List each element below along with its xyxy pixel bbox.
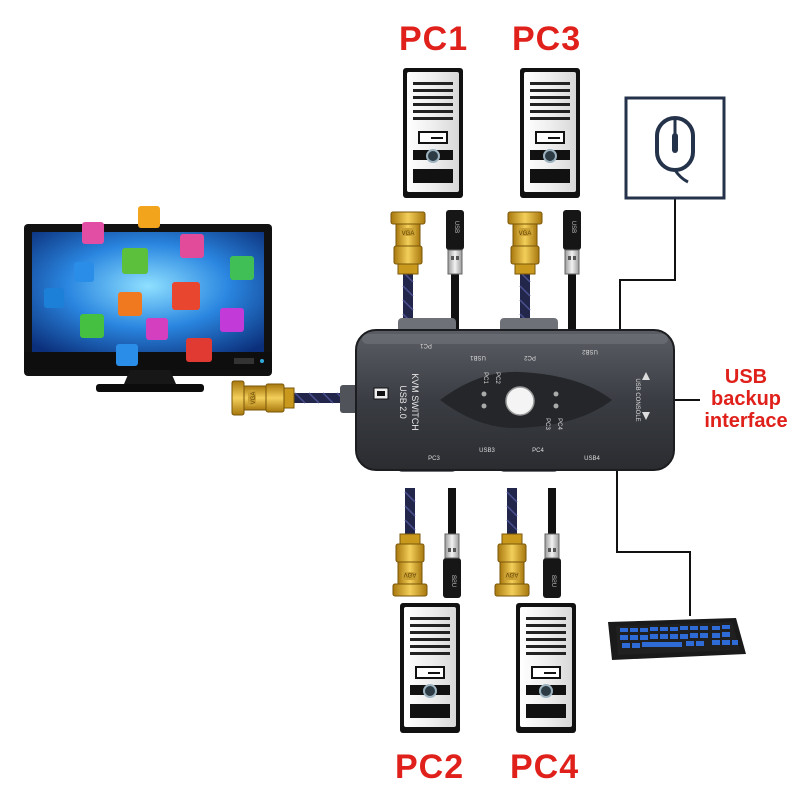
cable-usb-pc4 (548, 488, 556, 538)
port-label-pc3: PC3 (428, 456, 440, 462)
led-pc1 (481, 391, 487, 397)
label-pc1: PC1 (399, 20, 469, 58)
usb-backup-line2: backup (710, 388, 782, 410)
usb-backup-interface-label: USB backup interface (694, 366, 798, 432)
tower-pc-icon (515, 602, 577, 734)
mouse-icon (624, 96, 726, 200)
vga-connector-icon (507, 211, 543, 275)
led-label-pc1: PC1 (482, 372, 488, 384)
port-label-usb1: USB1 (470, 354, 486, 360)
switch-button (505, 386, 535, 416)
usb-backup-line3: interface (704, 410, 788, 432)
vga-connector-icon (392, 533, 428, 597)
usb-connector-icon (542, 533, 562, 599)
keyboard-icon (608, 618, 746, 660)
console-label: USB CONSOLE (634, 378, 640, 421)
usb-backup-line1: USB (724, 366, 768, 388)
port-label-pc4: PC4 (532, 448, 544, 454)
cable-usb-pc3 (568, 270, 576, 332)
led-pc4 (553, 403, 559, 409)
tower-pc-icon (519, 67, 581, 199)
port-label-usb4: USB4 (584, 456, 600, 462)
led-pc2 (481, 403, 487, 409)
port-label-pc2: PC2 (524, 354, 536, 360)
switch-title-line1: USB 2.0 (398, 385, 408, 419)
vga-connector-icon (390, 211, 426, 275)
monitor-icon (24, 206, 272, 392)
vga-connector-icon (231, 380, 295, 416)
tower-pc-icon (402, 67, 464, 199)
tower-pc-icon (399, 602, 461, 734)
vga-connector-icon (494, 533, 530, 597)
led-label-pc2: PC2 (494, 372, 500, 384)
port-label-pc1: PC1 (420, 342, 432, 348)
keyboard-connection-line (616, 470, 691, 616)
label-pc3: PC3 (512, 20, 582, 58)
kvm-switch-box (340, 318, 675, 472)
led-pc3 (553, 391, 559, 397)
led-label-pc4: PC4 (556, 418, 562, 430)
switch-title-line2: KVM SWITCH (410, 373, 420, 431)
usb-connector-icon (445, 209, 465, 275)
usb-connector-icon (442, 533, 462, 599)
port-label-usb2: USB2 (582, 348, 598, 354)
usb-connector-icon (562, 209, 582, 275)
cable-usb-pc1 (451, 270, 459, 332)
cable-vga-pc2 (404, 488, 416, 534)
label-pc2: PC2 (395, 748, 465, 786)
cable-vga-pc4 (506, 488, 518, 534)
led-label-pc3: PC3 (544, 418, 550, 430)
mouse-connection-line (619, 198, 676, 332)
cable-usb-pc2 (448, 488, 456, 538)
port-label-usb3: USB3 (479, 448, 495, 454)
label-pc4: PC4 (510, 748, 580, 786)
